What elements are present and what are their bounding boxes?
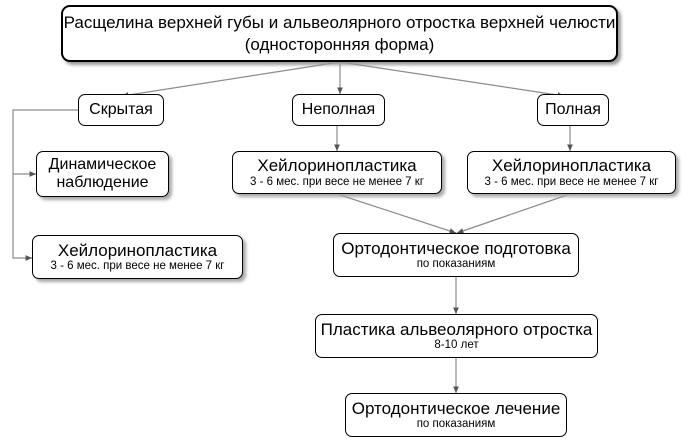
edge-hidden-dynamic [12, 109, 78, 177]
title-box: Расщелина верхней губы и альвеолярного о… [61, 5, 618, 62]
cheiloplasty-hidden-detail: 3 - 6 мес. при весе не менее 7 кг [50, 260, 225, 273]
edge-cheiloplasty-incomplete-prep [336, 193, 457, 234]
dynamic-observation-line-1: Динамическое [48, 155, 157, 173]
cheiloplasty-complete-detail: 3 - 6 мес. при весе не менее 7 кг [484, 175, 659, 188]
edge-hidden-cheiloplasty [12, 174, 32, 261]
edge-title-complete [339, 61, 565, 98]
orthodontic-prep-box: Ортодонтическое подготовка по показаниям [333, 233, 579, 277]
dynamic-observation-box: Динамическое наблюдение [36, 151, 169, 197]
category-hidden: Скрытая [78, 94, 164, 126]
cheiloplasty-incomplete-box: Хейлоринопластика 3 - 6 мес. при весе не… [232, 151, 442, 194]
edge-title-hidden [121, 61, 341, 98]
category-hidden-label: Скрытая [89, 100, 153, 118]
orthodontic-treatment-detail: по показаниям [416, 418, 496, 431]
title-line-2: (односторонняя форма) [244, 34, 435, 54]
cheiloplasty-hidden-label: Хейлоринопластика [57, 240, 218, 260]
cheiloplasty-complete-label: Хейлоринопластика [491, 156, 652, 176]
cheiloplasty-complete-box: Хейлоринопластика 3 - 6 мес. при весе не… [467, 151, 676, 194]
category-complete-label: Полная [545, 100, 601, 118]
edge-cheiloplasty-complete-prep [456, 193, 571, 234]
cheiloplasty-hidden-box: Хейлоринопластика 3 - 6 мес. при весе не… [32, 235, 243, 279]
orthodontic-prep-label: Ортодонтическое подготовка [341, 238, 571, 258]
cheiloplasty-incomplete-label: Хейлоринопластика [257, 156, 417, 176]
cheiloplasty-incomplete-detail: 3 - 6 мес. при весе не менее 7 кг [249, 175, 424, 188]
category-complete: Полная [537, 94, 609, 126]
orthodontic-prep-detail: по показаниям [416, 258, 496, 271]
alveolar-plasty-detail: 8-10 лет [434, 339, 479, 352]
category-incomplete: Неполная [292, 94, 385, 126]
orthodontic-treatment-box: Ортодонтическое лечение по показаниям [345, 393, 567, 437]
title-line-1: Расщелина верхней губы и альвеолярного о… [63, 13, 616, 33]
alveolar-plasty-box: Пластика альвеолярного отростка 8-10 лет [315, 314, 598, 358]
dynamic-observation-line-2: наблюдение [56, 174, 149, 191]
alveolar-plasty-label: Пластика альвеолярного отростка [320, 319, 593, 339]
category-incomplete-label: Неполная [301, 100, 376, 118]
orthodontic-treatment-label: Ортодонтическое лечение [351, 398, 561, 418]
